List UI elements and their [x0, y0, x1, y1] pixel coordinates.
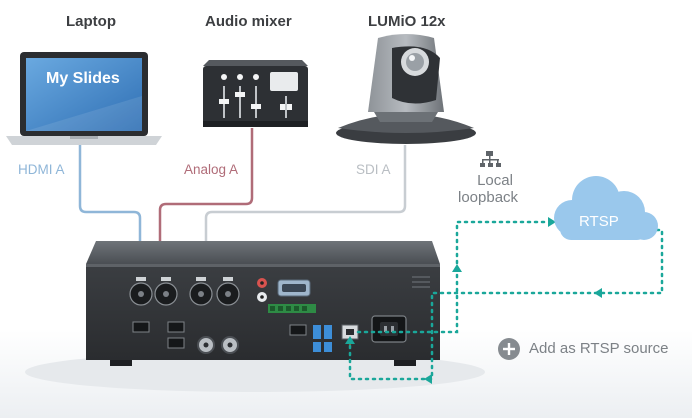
arrow-left-upper: [594, 288, 602, 298]
arrow-left-lower: [424, 374, 432, 384]
rtsp-cloud-icon: [554, 176, 658, 240]
loopback-line-up: [356, 220, 550, 334]
analog-label: Analog A: [184, 162, 239, 177]
recorder-shadow: [25, 352, 485, 392]
loopback-label-line1: Local: [477, 172, 513, 189]
arrow-up: [452, 264, 462, 272]
add-rtsp-source-label: Add as RTSP source: [529, 340, 669, 357]
audio-mixer-title: Audio mixer: [205, 13, 292, 30]
arrow-up-ethernet: [345, 336, 355, 344]
hdmi-cable: [78, 145, 142, 334]
analog-cable: [158, 128, 254, 296]
camera-title: LUMiO 12x: [368, 13, 446, 30]
sdi-label: SDI A: [356, 162, 391, 177]
sdi-cable: [204, 145, 407, 334]
loopback-label: Local loopback: [458, 172, 518, 206]
laptop-icon: [6, 52, 162, 145]
arrow-right: [548, 217, 556, 227]
network-icon: [480, 151, 501, 167]
rtsp-cloud-label: RTSP: [579, 213, 619, 230]
ptz-camera-icon: [336, 34, 476, 144]
laptop-screen-text: My Slides: [46, 70, 120, 87]
hdmi-label: HDMI A: [18, 162, 65, 177]
plus-circle-icon: [498, 338, 520, 360]
network-lines: [348, 220, 664, 381]
recorder-unit: [86, 241, 440, 366]
laptop-title: Laptop: [66, 13, 116, 30]
loopback-label-line2: loopback: [458, 189, 519, 206]
audio-mixer-icon: [203, 60, 308, 127]
